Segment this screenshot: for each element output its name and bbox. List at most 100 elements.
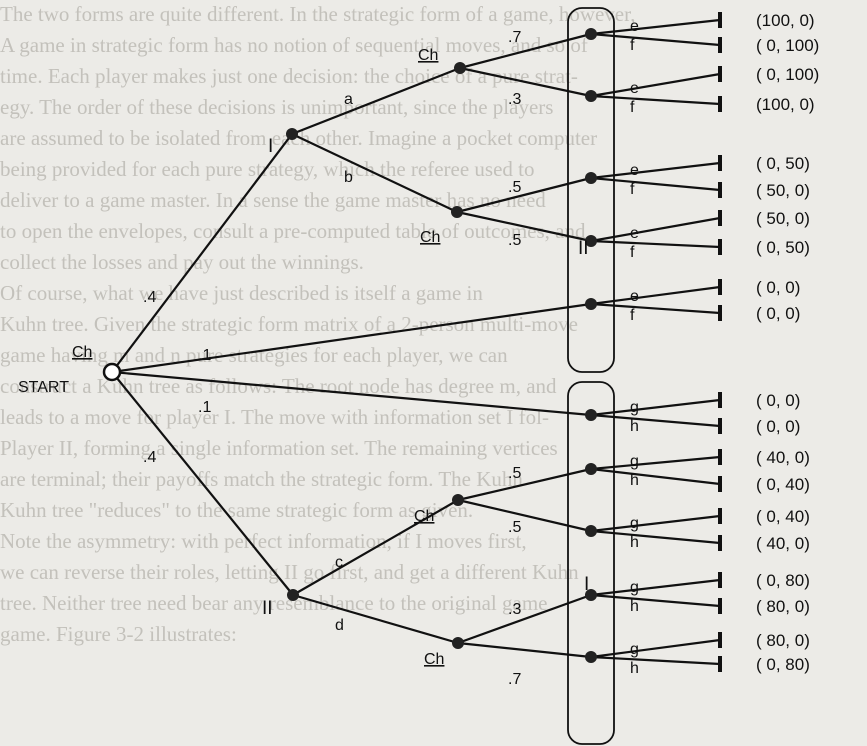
leaf-move-label: h	[630, 472, 639, 489]
background-text-line: leads to a move for player I. The move w…	[0, 405, 549, 429]
leaf-move-label: g	[630, 453, 639, 470]
leaf-move-label: h	[630, 418, 639, 435]
background-text-line: to open the envelopes, consult a pre-com…	[0, 219, 586, 243]
root-prob-1: .4	[143, 289, 156, 306]
payoff-label: ( 0, 50)	[756, 154, 810, 173]
prob-d-2: .7	[508, 671, 521, 688]
background-text-line: The two forms are quite different. In th…	[0, 2, 636, 26]
background-text-line: tree. Neither tree need bear any resembl…	[0, 591, 548, 615]
edge-to-terminal	[590, 529, 721, 545]
edge-chance	[457, 641, 592, 659]
infoset-node	[585, 90, 597, 102]
prob-b-2: .5	[508, 232, 521, 249]
decision-node	[452, 494, 464, 506]
edge-to-terminal	[590, 467, 721, 486]
infoset-node	[585, 589, 597, 601]
tree-labels: (100, 0) e ( 0, 100) f ( 0, 100) e (100, 0) f ( …	[18, 11, 819, 688]
background-text-line: game. Figure 3-2 illustrates:	[0, 622, 237, 646]
move-d-label: d	[335, 617, 344, 634]
payoff-label: ( 40, 0)	[756, 534, 810, 553]
background-text-line: game having m and n pure strategies for …	[0, 343, 508, 367]
background-text-line: time. Each player makes just one decisio…	[0, 64, 578, 88]
prob-c-2: .5	[508, 519, 521, 536]
background-text-line: Kuhn tree "reduces" to the same strategi…	[0, 498, 474, 522]
infoset-node	[585, 235, 597, 247]
edge-to-terminal	[590, 413, 721, 428]
background-text-line: Note the asymmetry: with perfect informa…	[0, 529, 527, 553]
start-label: START	[18, 379, 69, 396]
chance-label-c: Ch	[414, 508, 434, 525]
infoset-player1	[567, 381, 615, 745]
payoff-label: ( 0, 40)	[756, 507, 810, 526]
background-text-line: are terminal; their payoffs match the st…	[0, 467, 523, 491]
edge-chance	[457, 467, 592, 502]
payoff-label: ( 40, 0)	[756, 448, 810, 467]
leaf-move-label: g	[630, 579, 639, 596]
leaf-move-label: e	[630, 288, 639, 305]
chance-label-d: Ch	[424, 651, 444, 668]
move-c-label: c	[335, 554, 343, 571]
player1-node-label: I	[268, 136, 273, 157]
root-chance-label: Ch	[72, 344, 92, 361]
edge-to-terminal	[590, 398, 721, 417]
edge-root-to-player1	[111, 133, 293, 373]
payoff-label: (100, 0)	[756, 95, 815, 114]
payoff-label: ( 0, 50)	[756, 238, 810, 257]
root-prob-2: .1	[198, 347, 211, 364]
background-text-line: A game in strategic form has no notion o…	[0, 33, 588, 57]
chance-label-a: Ch	[418, 47, 438, 64]
root-chance-node	[102, 362, 122, 382]
edge-to-terminal	[590, 18, 721, 36]
chance-label-b: Ch	[420, 229, 440, 246]
background-text-line: Of course, what we have just described i…	[0, 281, 483, 305]
background-text-line: collect the losses and pay out the winni…	[0, 250, 364, 274]
payoff-label: ( 0, 0)	[756, 304, 800, 323]
edge-chance	[457, 593, 592, 645]
tree-nodes	[102, 28, 597, 663]
leaf-move-label: h	[630, 598, 639, 615]
move-b-label: b	[344, 169, 353, 186]
prob-c-1: .5	[508, 465, 521, 482]
infoset-node	[585, 525, 597, 537]
infoset-node	[585, 298, 597, 310]
payoff-label: (100, 0)	[756, 11, 815, 30]
edge-to-terminal	[590, 72, 721, 98]
leaf-move-label: f	[630, 181, 635, 198]
background-text-line: Kuhn tree. Given the strategic form matr…	[0, 312, 578, 336]
payoff-label: ( 0, 100)	[756, 65, 819, 84]
edge-to-terminal	[590, 655, 721, 666]
edge-to-terminal	[590, 455, 721, 471]
infoset-player2	[567, 7, 615, 373]
prob-a-2: .3	[508, 91, 521, 108]
payoff-label: ( 80, 0)	[756, 631, 810, 650]
leaf-move-label: e	[630, 18, 639, 35]
edge-to-terminal	[590, 161, 721, 180]
payoff-label: ( 0, 80)	[756, 655, 810, 674]
edge-to-terminal	[590, 514, 721, 533]
infoset-player2-label: II	[578, 238, 589, 259]
edge-to-terminal	[590, 593, 721, 608]
edge-move-c	[292, 499, 459, 596]
payoff-label: ( 80, 0)	[756, 597, 810, 616]
edge-to-terminal	[590, 176, 721, 192]
background-text-line: we can reverse their roles, letting II g…	[0, 560, 579, 584]
payoff-label: ( 0, 40)	[756, 475, 810, 494]
decision-node	[451, 206, 463, 218]
payoff-label: ( 0, 80)	[756, 571, 810, 590]
edge-to-terminal	[590, 638, 721, 659]
payoff-label: ( 0, 100)	[756, 36, 819, 55]
decision-node	[452, 637, 464, 649]
decision-node	[287, 589, 299, 601]
leaf-move-label: f	[630, 307, 635, 324]
edge-chance	[456, 210, 592, 243]
edge-chance	[456, 176, 592, 214]
root-prob-3: .1	[198, 399, 211, 416]
move-a-label: a	[344, 91, 353, 108]
edge-root-to-infoset-lower	[111, 370, 592, 417]
root-prob-4: .4	[143, 449, 156, 466]
payoff-label: ( 0, 0)	[756, 278, 800, 297]
leaf-move-label: f	[630, 244, 635, 261]
infoset-node	[585, 172, 597, 184]
